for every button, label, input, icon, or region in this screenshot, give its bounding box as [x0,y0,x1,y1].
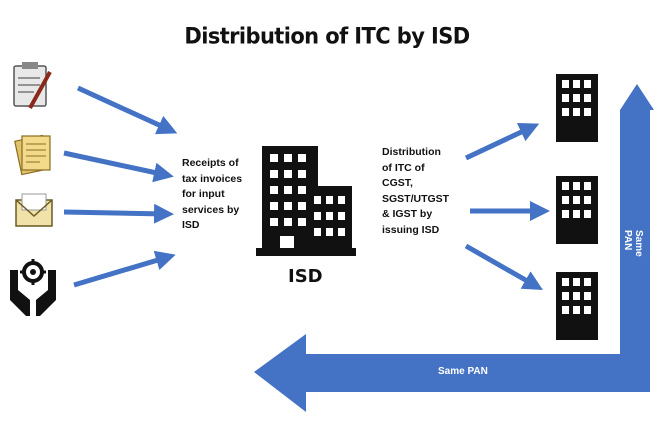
arrow-right-1 [464,123,540,161]
arrow-right-3 [464,243,543,290]
receipts-line: Receipts of [182,157,239,169]
receipts-line: for input [182,188,225,200]
distribution-line: SGST/UTGST [382,192,450,205]
isd-label: ISD [288,266,323,287]
arrow-left-2 [63,150,174,183]
distribution-line: Distribution [382,146,441,158]
distribution-line: issuing ISD [382,223,440,236]
distribution-line: of ITC of [382,161,425,174]
receipts-line: services by [182,203,240,216]
branch-building-icon [556,272,598,340]
arrow-left-1 [76,85,178,135]
distribution-text: Distribution of ITC of CGST, SGST/UTGST … [382,145,449,238]
receipts-text: Receipts of tax invoices for input servi… [182,156,242,234]
distribution-line: & IGST by [382,208,433,220]
branch-building-icon [556,176,598,244]
branch-building-icon [556,74,598,142]
clipboard-pencil-icon [13,62,52,109]
same-pan-label-bottom: Same PAN [438,366,488,377]
receipts-line: ISD [182,219,200,231]
receipts-line: tax invoices [182,172,243,185]
documents-icon [14,134,51,176]
arrow-left-4 [73,250,176,288]
isd-building-icon [256,146,356,256]
same-pan-label-right: Same PAN [622,230,644,257]
envelope-icon [15,193,53,227]
same-pan-arrow [254,84,654,412]
diagram-title: Distribution of ITC by ISD [184,23,470,49]
hands-gear-icon [10,259,56,316]
distribution-line: CGST, [382,177,413,189]
arrow-left-3 [63,203,174,224]
